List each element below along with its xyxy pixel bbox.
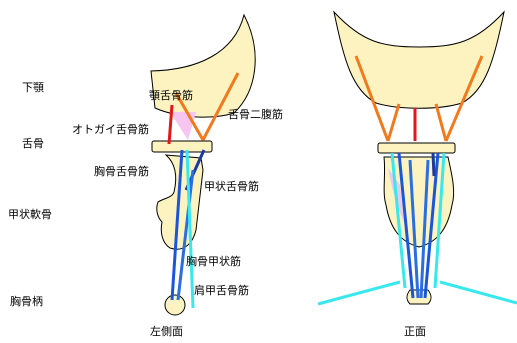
label-hyoglossus: 顎舌骨筋 [149,90,193,101]
caption-lateral-view: 左側面 [150,326,183,337]
label-geniohyoid: オトガイ舌骨筋 [72,124,149,135]
lateral-view [151,15,255,315]
hyoglossus-muscle-lateral [170,112,196,140]
caption-frontal-view: 正面 [404,326,426,337]
mandible-frontal [334,12,504,108]
label-manubrium: 胸骨柄 [10,296,43,307]
thyrohyoid-right-frontal [433,153,434,176]
label-omohyoid: 肩甲舌骨筋 [194,285,249,296]
clavicle-right-frontal [440,282,517,303]
label-mandible: 下顎 [22,82,44,93]
manubrium-lateral [165,295,185,315]
digastric-right-b-frontal [436,104,446,141]
digastric-left-b-frontal [388,104,399,141]
label-digastric: 舌骨二腹筋 [228,109,283,120]
label-thyroid-cartilage: 甲状軟骨 [8,209,52,220]
hyoid-bone-frontal [378,143,455,153]
clavicle-left-frontal [318,282,400,304]
label-sternothyroid: 胸骨甲状筋 [186,256,241,267]
frontal-view [318,12,517,304]
label-hyoid: 舌骨 [22,138,44,149]
label-sternohyoid: 胸骨舌骨筋 [94,166,149,177]
label-thyrohyoid: 甲状舌骨筋 [204,181,259,192]
